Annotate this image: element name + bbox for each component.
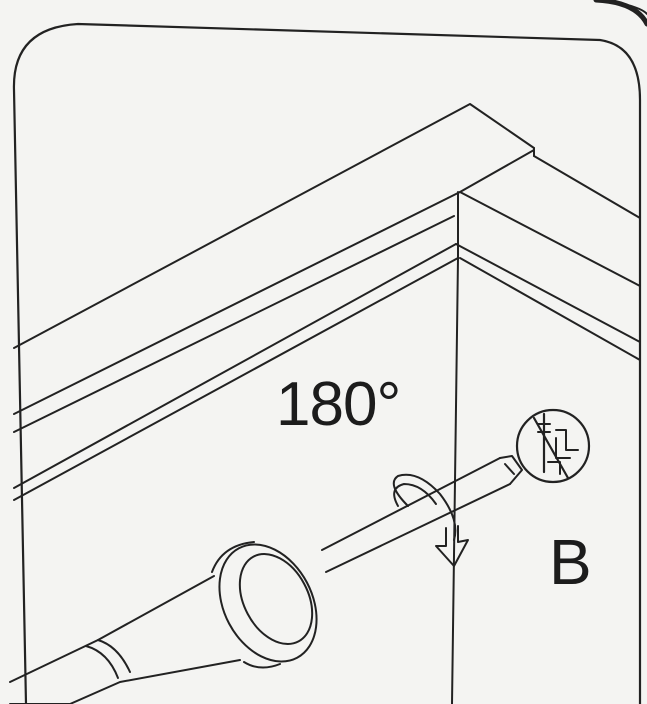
- screwdriver-icon: [9, 455, 523, 704]
- cabinet-side-panel-edge: [451, 191, 459, 704]
- rotation-angle-label: 180°: [276, 370, 401, 439]
- clockwise-rotation-arrow-icon: [392, 473, 469, 567]
- part-letter-label: B: [549, 526, 592, 598]
- cabinet-inner-rail: [13, 243, 641, 501]
- cabinet-top-panel: [13, 103, 641, 433]
- instruction-frame: [12, 22, 642, 704]
- adjacent-frame-corner: [593, 0, 647, 27]
- cam-lock-screw-icon: [515, 408, 591, 484]
